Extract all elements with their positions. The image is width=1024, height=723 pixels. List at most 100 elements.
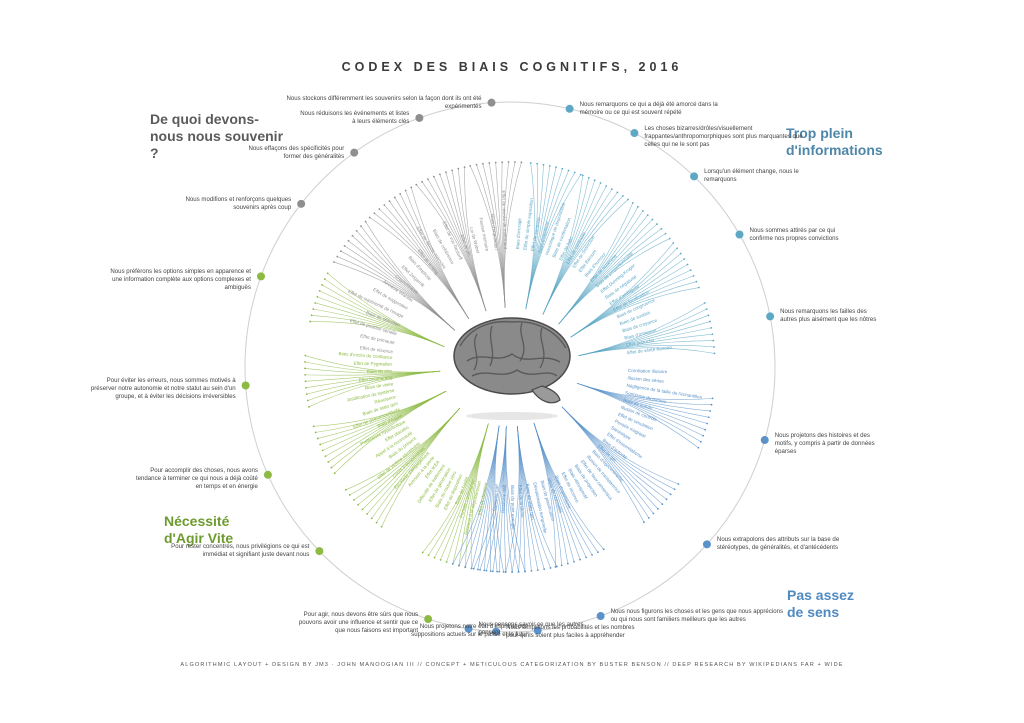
- subgroup-dot[interactable]: [415, 113, 424, 122]
- branch-tip: [524, 570, 526, 573]
- branch-tip: [304, 373, 307, 376]
- subgroup-label: Nous remarquons les failles des autres p…: [780, 308, 877, 324]
- subgroup-dot[interactable]: [760, 436, 769, 445]
- branch-layer: [241, 98, 775, 636]
- subgroup-label: Pour accomplir des choses, nous avons te…: [135, 466, 258, 490]
- branch-tip: [706, 422, 708, 425]
- bias-label: Effet de dotation: [477, 482, 489, 516]
- branch-tip: [627, 198, 630, 201]
- subgroup-dot[interactable]: [464, 624, 473, 633]
- subgroup-dot[interactable]: [350, 148, 359, 157]
- branch-tip: [496, 570, 499, 573]
- subgroup-dot[interactable]: [690, 172, 699, 181]
- subgroup-dot[interactable]: [315, 547, 324, 556]
- subgroup-label: Nous préférons les options simples en ap…: [110, 268, 251, 292]
- branch-tip: [432, 175, 435, 178]
- branch-line: [505, 426, 520, 573]
- branch-tip: [707, 416, 710, 419]
- branch-tip: [673, 488, 676, 491]
- bias-label: Effet de vérité illusoire: [627, 345, 673, 355]
- subgroup-dot[interactable]: [424, 615, 433, 624]
- branch-tip: [711, 333, 714, 336]
- branch-tip: [664, 232, 667, 235]
- branch-tip: [554, 566, 557, 568]
- branch-tip: [323, 278, 326, 280]
- branch-tip: [616, 191, 619, 194]
- subgroup-label: Nous projetons notre état d'esprit et no…: [411, 622, 528, 638]
- branch-tip: [304, 354, 307, 357]
- bias-label: Fausse mémoire: [478, 217, 490, 252]
- bias-label: Illusion des séries: [627, 375, 665, 384]
- branch-tip: [451, 562, 454, 565]
- branch-tip: [621, 194, 624, 197]
- branch-line: [452, 425, 500, 565]
- branch-tip: [704, 428, 707, 431]
- branch-tip: [421, 180, 423, 183]
- subgroup-dot[interactable]: [735, 230, 744, 239]
- subgroup-dot[interactable]: [766, 312, 775, 321]
- branch-tip: [321, 284, 324, 286]
- branch-tip: [470, 567, 473, 570]
- branch-tip: [351, 234, 354, 237]
- branch-tip: [651, 218, 654, 221]
- subgroup-dot[interactable]: [702, 540, 711, 549]
- subgroup-label: Pour agir, nous devons être sûrs que nou…: [298, 611, 419, 635]
- subgroup-label: Lorsqu'un élément change, nous le remarq…: [704, 168, 799, 184]
- branch-tip: [679, 252, 682, 255]
- branch-tip: [585, 556, 588, 559]
- subgroup-label: Nous simplifions les probabilités et les…: [506, 623, 635, 639]
- branch-tip: [502, 570, 505, 573]
- branch-tip: [458, 564, 460, 567]
- branch-tip: [364, 220, 367, 223]
- branch-tip: [483, 569, 486, 572]
- branch-tip: [643, 521, 645, 524]
- branch-tip: [697, 446, 700, 449]
- branch-tip: [427, 178, 429, 181]
- branch-tip: [393, 196, 396, 199]
- branch-tip: [457, 167, 460, 170]
- branch-tip: [494, 161, 497, 164]
- subgroup-dot[interactable]: [487, 98, 496, 107]
- branch-tip: [705, 308, 708, 311]
- branch-tip: [660, 227, 663, 230]
- branch-tip: [631, 201, 634, 204]
- subgroup-dot[interactable]: [533, 626, 542, 635]
- branch-tip: [355, 229, 358, 232]
- subgroup-dot[interactable]: [596, 612, 605, 621]
- branch-tip: [689, 269, 692, 272]
- subgroup-label: Nous pensons savoir ce que les autres pe…: [478, 620, 584, 636]
- branch-tip: [339, 250, 342, 253]
- subgroup-dot[interactable]: [565, 104, 574, 113]
- subgroup-label: Nous modifions et renforçons quelques so…: [185, 195, 292, 211]
- subgroup-label: Les choses bizarres/drôles/visuellement …: [644, 125, 803, 149]
- branch-tip: [366, 513, 368, 515]
- branch-tip: [536, 569, 539, 572]
- bias-label: Effet autruche: [626, 338, 655, 348]
- subgroup-dot[interactable]: [263, 470, 272, 479]
- branch-tip: [433, 556, 436, 559]
- branch-tip: [656, 223, 658, 225]
- subgroup-dot[interactable]: [241, 381, 250, 390]
- category-heading-meaning: Pas assez de sens: [787, 587, 854, 620]
- branch-tip: [713, 346, 715, 348]
- bias-label: Effet de primauté: [360, 333, 396, 345]
- subgroup-dot[interactable]: [256, 272, 265, 281]
- branch-tip: [488, 162, 491, 164]
- branch-tip: [327, 461, 330, 463]
- branch-tip: [370, 517, 373, 520]
- subgroup-dot[interactable]: [630, 129, 639, 138]
- branch-tip: [333, 472, 336, 475]
- bias-label: Corrélation illusoire: [628, 368, 668, 374]
- branch-tip: [566, 562, 569, 565]
- subgroup-dot[interactable]: [297, 199, 306, 208]
- subgroup-dot[interactable]: [492, 627, 501, 636]
- branch-line: [422, 423, 489, 553]
- branch-tip: [388, 200, 391, 203]
- branch-tip: [676, 247, 679, 250]
- branch-tip: [360, 225, 362, 228]
- branch-tip: [710, 403, 713, 406]
- subgroup-label: Nous stockons différemment les souvenirs…: [286, 94, 482, 110]
- branch-tip: [711, 397, 714, 400]
- branch-tip: [587, 176, 590, 179]
- branch-tip: [375, 521, 378, 524]
